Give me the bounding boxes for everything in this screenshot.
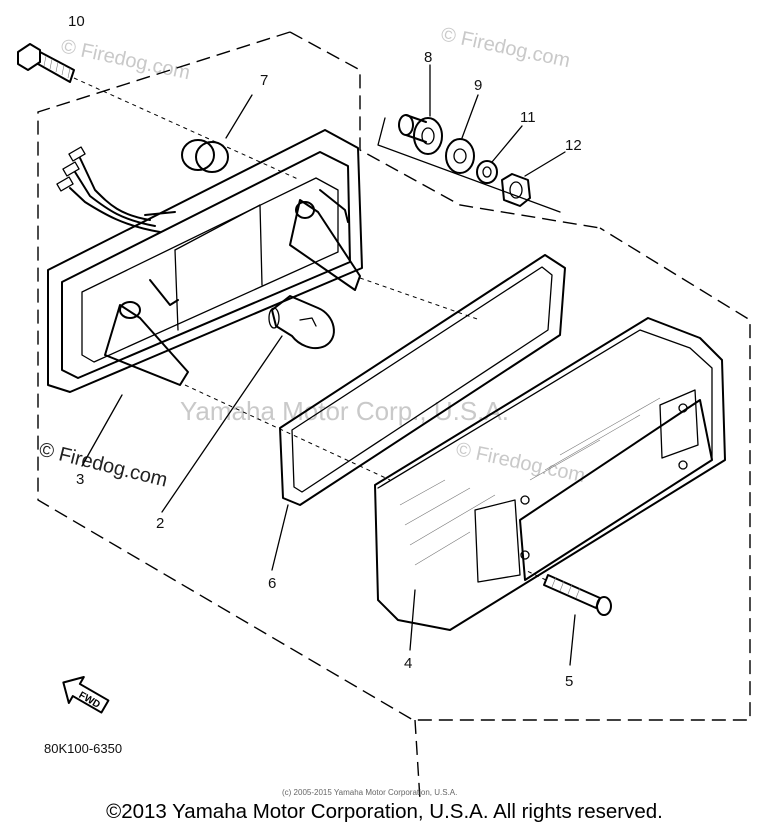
part-11-lock-washer: [476, 125, 523, 184]
hardware-bracket: [377, 117, 561, 213]
callout-6: 6: [268, 575, 276, 592]
callout-5: 5: [565, 673, 573, 690]
part-6-gasket: [271, 254, 566, 571]
copyright-footer: ©2013 Yamaha Motor Corporation, U.S.A. A…: [106, 800, 663, 823]
part-7-grommet: [181, 94, 253, 173]
callout-9: 9: [474, 77, 482, 94]
part-12-nut: [501, 151, 566, 207]
callout-2: 2: [156, 515, 164, 532]
part-3-lamp-housing: [47, 129, 481, 481]
drawing-code: 80K100-6350: [44, 741, 122, 756]
part-8-collar: [398, 64, 443, 155]
part-10-bolt: [17, 43, 301, 181]
callout-7: 7: [260, 72, 268, 89]
fwd-arrow-icon: FWD: [62, 676, 110, 714]
part-9-washer: [445, 94, 479, 174]
leader-3: [81, 394, 123, 467]
watermark-yamaha: Yamaha Motor Corp., U.S.A.: [180, 396, 509, 426]
callout-10: 10: [68, 13, 85, 30]
watermark-firedog-mid: © Firedog.com: [454, 438, 587, 487]
watermark-firedog-top-right: © Firedog.com: [439, 23, 572, 72]
fwd-label: FWD: [77, 690, 102, 711]
watermark-firedog-top-left: © Firedog.com: [59, 35, 192, 84]
callout-3: 3: [76, 471, 84, 488]
callout-8: 8: [424, 49, 432, 66]
callout-11: 11: [520, 109, 536, 126]
assembly-boundary: [37, 31, 751, 801]
callout-4: 4: [404, 655, 412, 672]
watermark-firedog-left: © Firedog.com: [37, 439, 170, 492]
part-4-lens: [374, 317, 726, 651]
part-5-screw: [524, 569, 612, 666]
part-2-bulb: [161, 295, 335, 513]
callout-12: 12: [565, 137, 582, 154]
small-copyright-notice: (c) 2005-2015 Yamaha Motor Corporation, …: [282, 788, 457, 797]
